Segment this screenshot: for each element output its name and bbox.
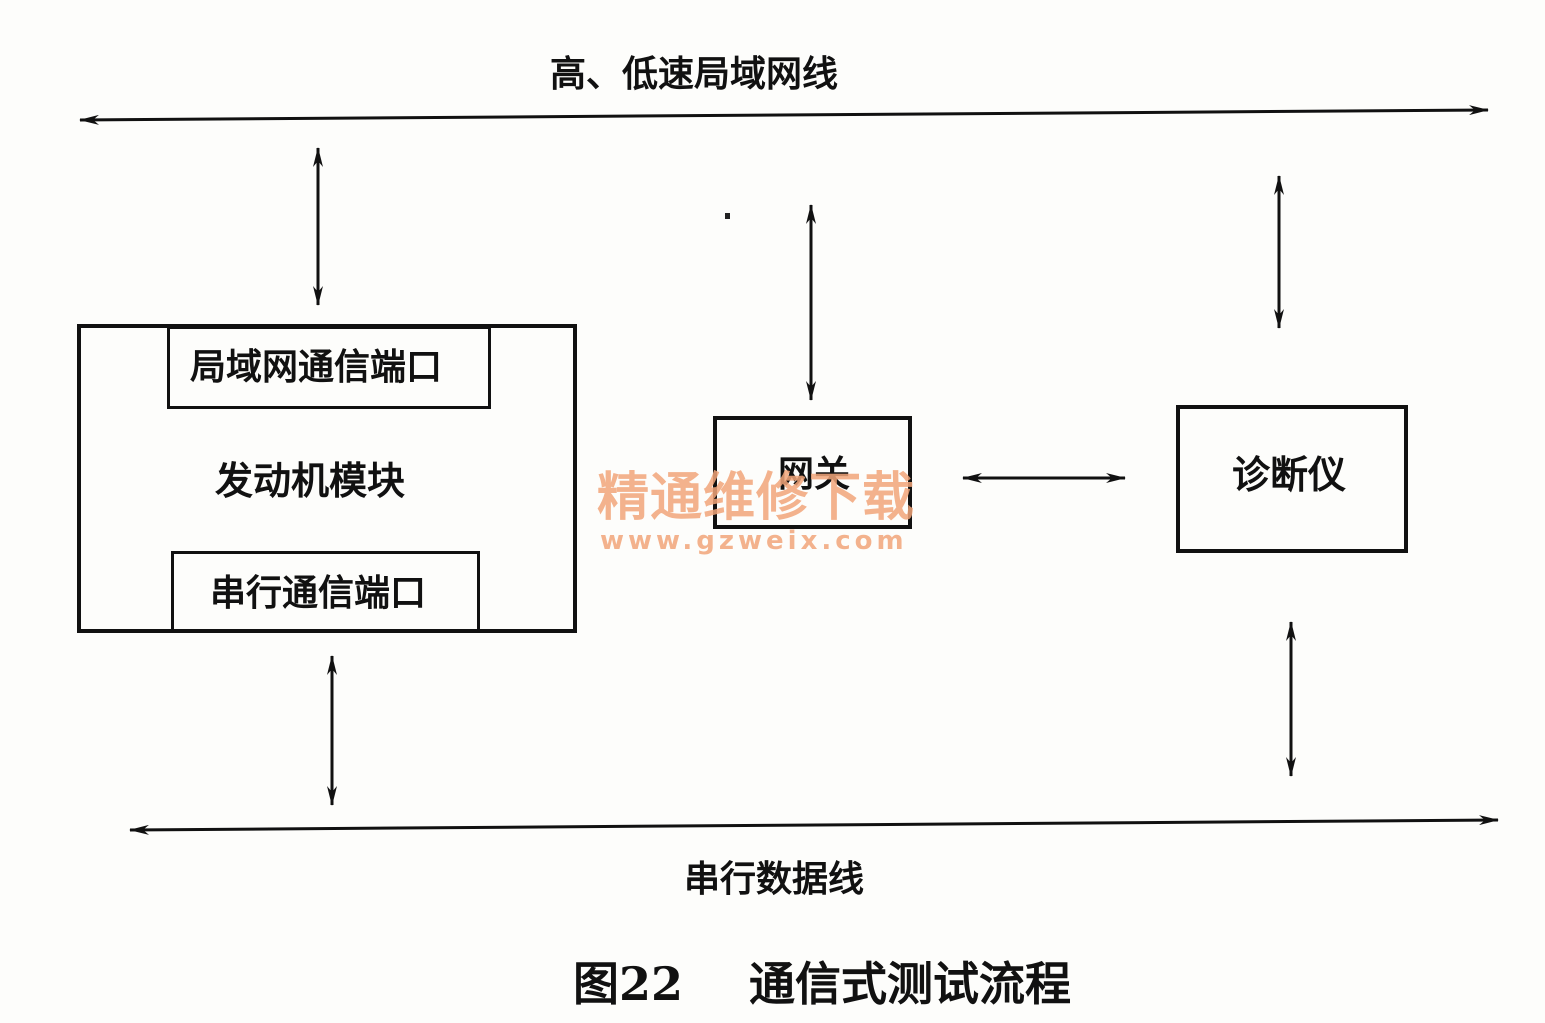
gateway-label: 网关: [778, 454, 851, 495]
bottom-bus-line: [129, 815, 1499, 835]
figure-title: 通信式测试流程: [749, 957, 1072, 1011]
diagnostic-tool-label: 诊断仪: [1232, 453, 1347, 497]
bottom-bus-label: 串行数据线: [684, 859, 865, 900]
figure-number: 图22: [573, 957, 684, 1011]
top-bus-line: [79, 105, 1489, 125]
gateway-box: [713, 416, 912, 529]
scan-speck: [725, 213, 730, 219]
lan-port-label: 局域网通信端口: [190, 347, 443, 388]
lan-port-box: [167, 326, 491, 409]
figure-caption: 图22 通信式测试流程: [573, 961, 1071, 1007]
top-bus-label: 高、低速局域网线: [550, 54, 839, 95]
engine-module-title: 发动机模块: [215, 459, 406, 503]
diagnostic-tool-box: [1176, 405, 1408, 553]
serial-port-label: 串行通信端口: [210, 573, 427, 614]
serial-port-box: [171, 551, 480, 632]
